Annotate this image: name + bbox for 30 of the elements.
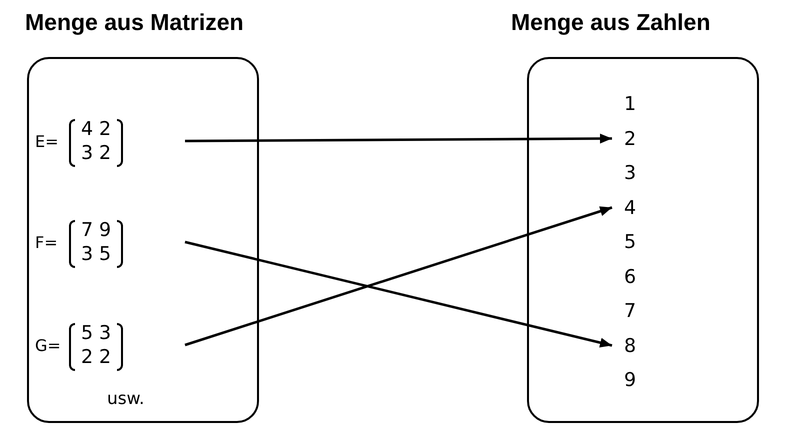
matrix-entry: 2 xyxy=(98,345,112,369)
number: 2 xyxy=(612,128,636,150)
matrix-entry: 3 xyxy=(98,321,112,345)
number: 3 xyxy=(612,162,636,184)
set-heading: Menge aus Zahlen xyxy=(511,9,710,36)
number: 8 xyxy=(612,334,636,356)
number: 4 xyxy=(612,196,636,218)
number: 9 xyxy=(612,369,636,391)
number: 5 xyxy=(612,231,636,253)
number: 7 xyxy=(612,300,636,322)
arrow xyxy=(184,240,612,348)
matrix-entry: 2 xyxy=(98,117,112,141)
arrow xyxy=(185,134,612,144)
matrix-entry: 9 xyxy=(98,218,112,242)
matrix-entry: 5 xyxy=(80,321,94,345)
matrix-entry: 5 xyxy=(98,242,112,266)
matrix-entry: 3 xyxy=(80,141,94,165)
matrix-entry: 3 xyxy=(80,242,94,266)
matrix-entry: 2 xyxy=(98,141,112,165)
matrix-name: G= xyxy=(35,336,62,354)
matrix-entry: 4 xyxy=(80,117,94,141)
number: 6 xyxy=(612,266,636,288)
arrow xyxy=(184,206,612,346)
matrix-name: F= xyxy=(35,232,59,252)
matrix-name: E= xyxy=(35,132,60,150)
note-text: usw. xyxy=(107,389,144,409)
number: 1 xyxy=(612,93,636,115)
matrix-entry: 2 xyxy=(80,345,94,369)
set-heading: Menge aus Matrizen xyxy=(25,9,244,36)
matrix-entry: 7 xyxy=(80,218,94,242)
